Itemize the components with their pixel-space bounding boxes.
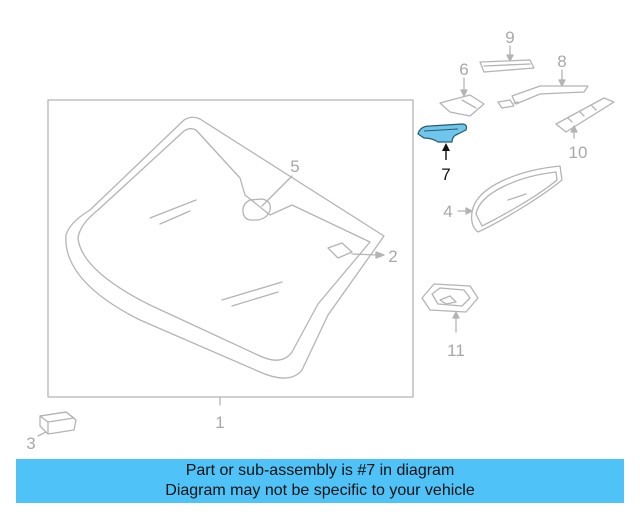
- banner-line-disclaimer: Diagram may not be specific to your vehi…: [165, 482, 475, 499]
- banner-line-part: Part or sub-assembly is #7 in diagram: [185, 462, 455, 479]
- highlighted-part-7: [417, 123, 468, 160]
- windshield-frame-box: [47, 99, 414, 398]
- rain-sensor-pad: [327, 242, 385, 259]
- windshield-glass: [65, 116, 385, 379]
- callout-9: 9: [505, 28, 514, 47]
- overhead-lamp: [421, 283, 479, 333]
- trim-strip: [555, 97, 615, 139]
- wiring-harness: [497, 69, 589, 109]
- rear-view-mirror: [457, 165, 563, 233]
- mirror-cover: [439, 77, 485, 117]
- callout-11: 11: [447, 341, 465, 360]
- mirror-mount-sensor: [242, 175, 293, 221]
- callout-4: 4: [443, 202, 452, 221]
- callout-8: 8: [557, 52, 566, 71]
- callout-5: 5: [290, 157, 299, 176]
- callout-3: 3: [26, 434, 35, 453]
- callout-10: 10: [569, 143, 588, 162]
- callout-2: 2: [388, 247, 397, 266]
- info-banner: Part or sub-assembly is #7 in diagram Di…: [16, 459, 624, 503]
- moulding-clip: [37, 411, 77, 437]
- callout-6: 6: [459, 60, 468, 79]
- callout-1: 1: [215, 413, 224, 432]
- cover-bracket: [479, 45, 535, 73]
- callout-7: 7: [441, 165, 450, 184]
